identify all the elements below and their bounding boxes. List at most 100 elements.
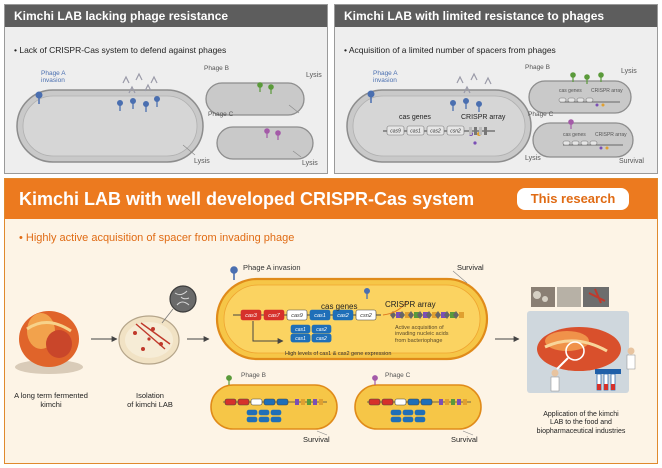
gene-block-small bbox=[558, 97, 567, 103]
panel-bullet: • Acquisition of a limited number of spa… bbox=[344, 45, 556, 55]
gene-block-small bbox=[270, 416, 282, 423]
panel-bullet: • Lack of CRISPR-Cas system to defend ag… bbox=[14, 45, 227, 55]
crispr-repeat bbox=[479, 127, 482, 135]
crispr-spacer bbox=[319, 399, 323, 405]
crispr-array-label: CRISPR array bbox=[591, 88, 623, 94]
crispr-repeat bbox=[426, 311, 432, 319]
gene-block-cas1: cas1 bbox=[406, 125, 425, 136]
bacterial-cell-phage-c bbox=[216, 126, 314, 160]
gene-block-small bbox=[420, 398, 433, 406]
gene-block-small bbox=[567, 97, 576, 103]
kimchi-icon bbox=[15, 311, 83, 374]
svg-text:cas2: cas2 bbox=[337, 313, 349, 319]
phage-release-icon bbox=[122, 72, 158, 94]
panel-bullet: • Highly active acquisition of spacer fr… bbox=[19, 232, 295, 244]
crispr-spacer bbox=[441, 312, 446, 318]
crispr-spacer bbox=[445, 399, 449, 405]
gene-block-small bbox=[402, 409, 414, 416]
svg-text:cas2: cas2 bbox=[430, 128, 441, 134]
phage-b-icon bbox=[226, 375, 232, 385]
crispr-spacer bbox=[459, 312, 464, 318]
svg-text:cas7: cas7 bbox=[268, 313, 281, 319]
svg-text:cas9: cas9 bbox=[291, 313, 303, 319]
bacterial-cell-phage-b bbox=[528, 80, 632, 114]
svg-text:csn2: csn2 bbox=[450, 128, 461, 134]
crispr-spacer bbox=[396, 312, 401, 318]
gene-block-small bbox=[580, 140, 589, 146]
gene-block-small bbox=[390, 416, 402, 423]
svg-text:cas2: cas2 bbox=[316, 327, 327, 333]
crispr-array-icon bbox=[390, 311, 464, 319]
crispr-spacer bbox=[451, 399, 455, 405]
phage-c-icon bbox=[372, 375, 378, 385]
panel-illustration: cas3 cas7 cas9 cas1 cas2 csn2 cas1 cas2 cas1 cas… bbox=[15, 266, 636, 436]
svg-text:cas2: cas2 bbox=[316, 336, 327, 342]
lysis-label: Lysis bbox=[621, 68, 637, 75]
gene-block-cas1: cas1 bbox=[290, 333, 311, 343]
gene-block-small bbox=[589, 140, 598, 146]
gene-block-cas1: cas1 bbox=[290, 324, 311, 334]
panel-title: Kimchi LAB with limited resistance to ph… bbox=[335, 5, 657, 27]
bacterial-cell-phage-c bbox=[354, 384, 482, 430]
svg-text:csn2: csn2 bbox=[360, 313, 372, 319]
gene-block-small bbox=[276, 398, 289, 406]
gene-block-small bbox=[414, 409, 426, 416]
svg-text:cas9: cas9 bbox=[390, 128, 401, 134]
survival-label: Survival bbox=[451, 435, 478, 444]
phage-a-icon bbox=[230, 266, 370, 299]
panel-limited-resistance: Kimchi LAB with limited resistance to ph… bbox=[334, 4, 658, 174]
crispr-spacer bbox=[414, 312, 419, 318]
cas-genes-label: cas genes bbox=[559, 88, 582, 94]
svg-text:cas1: cas1 bbox=[314, 313, 326, 319]
gene-block-cas1: cas1 bbox=[309, 309, 331, 321]
phage-a-label: Phage A invasion bbox=[243, 263, 301, 272]
crispr-spacer bbox=[307, 399, 311, 405]
application-image-icon bbox=[527, 287, 636, 393]
crispr-repeat bbox=[469, 127, 472, 135]
crispr-repeat bbox=[444, 311, 450, 319]
lysis-label: Lysis bbox=[525, 155, 541, 162]
crispr-repeat bbox=[484, 127, 487, 135]
test-tube-icon bbox=[595, 369, 621, 391]
gene-block-small bbox=[414, 416, 426, 423]
panel-title: Kimchi LAB lacking phage resistance bbox=[5, 5, 327, 27]
gene-block-small bbox=[246, 416, 258, 423]
gene-block-small bbox=[258, 416, 270, 423]
panel-title: Kimchi LAB with well developed CRISPR-Ca… bbox=[5, 179, 657, 219]
crispr-repeat bbox=[474, 127, 477, 135]
gene-block-cas3: cas3 bbox=[240, 309, 262, 321]
gene-block-cas2: cas2 bbox=[332, 309, 354, 321]
gene-block-cas2: cas2 bbox=[311, 324, 332, 334]
gene-block-small bbox=[263, 398, 276, 406]
gene-block-small bbox=[368, 398, 381, 406]
kimchi-label: A long term fermented kimchi bbox=[14, 391, 88, 409]
crispr-repeat bbox=[408, 311, 414, 319]
scientist-icon bbox=[550, 347, 636, 392]
petri-dish-icon bbox=[118, 315, 180, 365]
phage-c-icon bbox=[568, 119, 574, 129]
svg-text:cas1: cas1 bbox=[295, 327, 306, 333]
phage-c-label: Phage C bbox=[385, 372, 411, 379]
crispr-spacer bbox=[301, 399, 305, 405]
phage-a-label: Phage A invasion bbox=[41, 70, 66, 85]
gene-block-small bbox=[407, 398, 420, 406]
gene-block-small bbox=[258, 409, 270, 416]
crispr-array-label: CRISPR array bbox=[461, 114, 506, 121]
gene-block-small bbox=[402, 416, 414, 423]
this-research-badge: This research bbox=[517, 188, 629, 210]
panel-illustration: cas9 cas1 cas2 csn2 bbox=[346, 72, 634, 163]
isolation-label: Isolation of kimchi LAB bbox=[127, 391, 173, 409]
phage-c-label: Phage C bbox=[528, 111, 554, 118]
crispr-spacer bbox=[432, 312, 437, 318]
gene-block-small bbox=[394, 398, 407, 406]
bacterial-cell-phage-c bbox=[532, 122, 634, 158]
lysis-label: Lysis bbox=[302, 160, 318, 167]
crispr-spacer bbox=[405, 312, 410, 318]
lysis-label: Lysis bbox=[194, 158, 210, 165]
crispr-spacer bbox=[450, 312, 455, 318]
phage-b-label: Phage B bbox=[204, 65, 229, 72]
application-label: Application of the kimchi LAB to the foo… bbox=[536, 411, 626, 435]
crispr-repeat bbox=[435, 311, 441, 319]
phage-a-icon bbox=[35, 91, 160, 112]
lysis-label: Lysis bbox=[306, 72, 322, 79]
